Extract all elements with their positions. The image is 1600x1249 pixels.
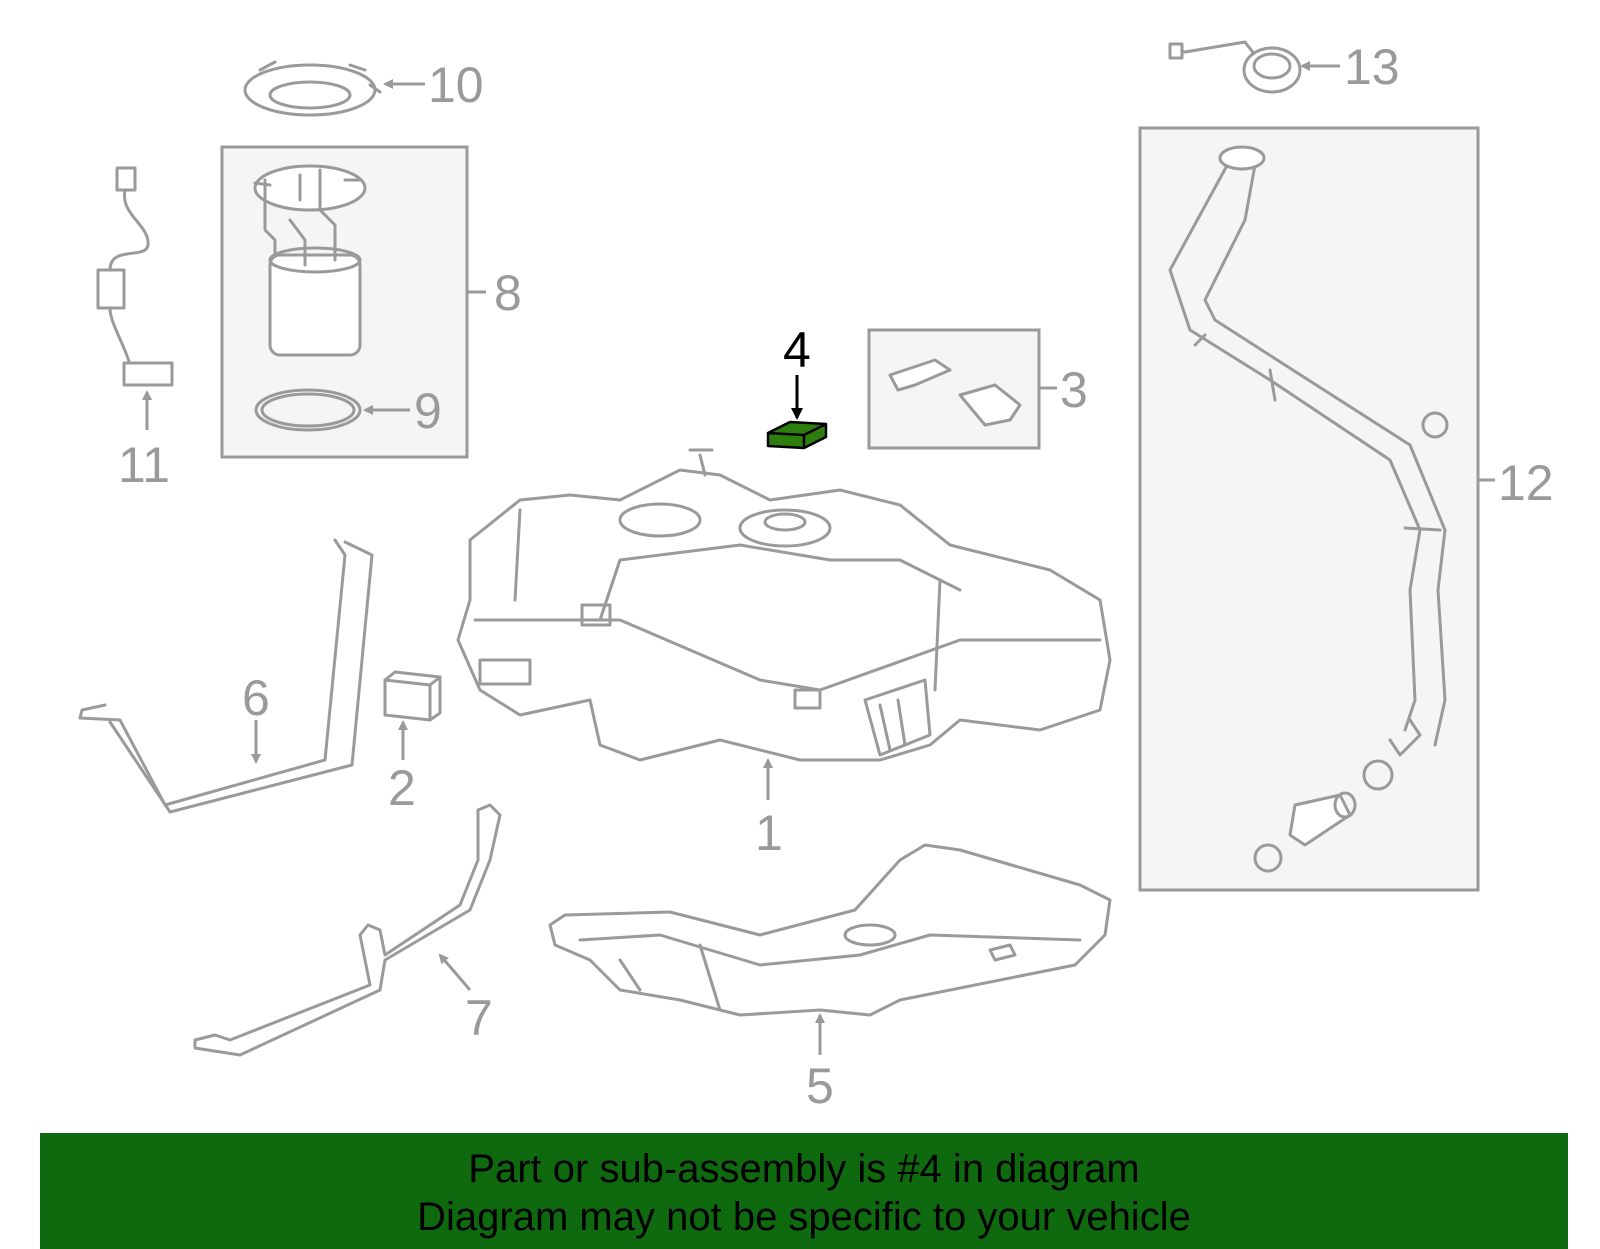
callout-9: 9: [414, 383, 442, 439]
part-1-fuel-tank: [456, 448, 1112, 762]
part-10-lock-ring: [243, 60, 382, 117]
callout-8: 8: [494, 265, 522, 321]
part-12-filler-pipe: [1168, 145, 1449, 873]
callout-13: 13: [1344, 39, 1400, 95]
info-banner: Part or sub-assembly is #4 in diagram Di…: [40, 1133, 1568, 1249]
callout-11: 11: [118, 437, 170, 493]
leader-7: [438, 953, 472, 991]
callout-1: 1: [755, 805, 783, 861]
part-13-fuel-cap: [1168, 40, 1302, 94]
callout-6: 6: [242, 670, 270, 726]
part-3-box: [867, 328, 1041, 450]
part-6-strap: [78, 538, 374, 814]
callout-3: 3: [1060, 362, 1088, 418]
callout-5: 5: [806, 1058, 834, 1114]
callout-12: 12: [1498, 455, 1554, 511]
banner-line-1: Part or sub-assembly is #4 in diagram: [468, 1147, 1140, 1191]
part-12-box: [1138, 126, 1480, 892]
callout-4: 4: [783, 322, 811, 378]
part-3-clips: [888, 358, 1022, 427]
part-8-fuel-pump-module: [253, 164, 367, 357]
callout-7: 7: [465, 990, 493, 1046]
callout-10: 10: [428, 57, 484, 113]
part-9-o-ring: [254, 388, 362, 432]
part-5-shield: [548, 843, 1112, 1017]
banner-line-2: Diagram may not be specific to your vehi…: [417, 1195, 1191, 1239]
part-7-strap: [193, 803, 502, 1057]
part-11-sensor: [96, 166, 174, 387]
part-4-highlighted: [766, 420, 828, 450]
part-2-block: [383, 670, 442, 722]
callout-2: 2: [388, 760, 416, 816]
